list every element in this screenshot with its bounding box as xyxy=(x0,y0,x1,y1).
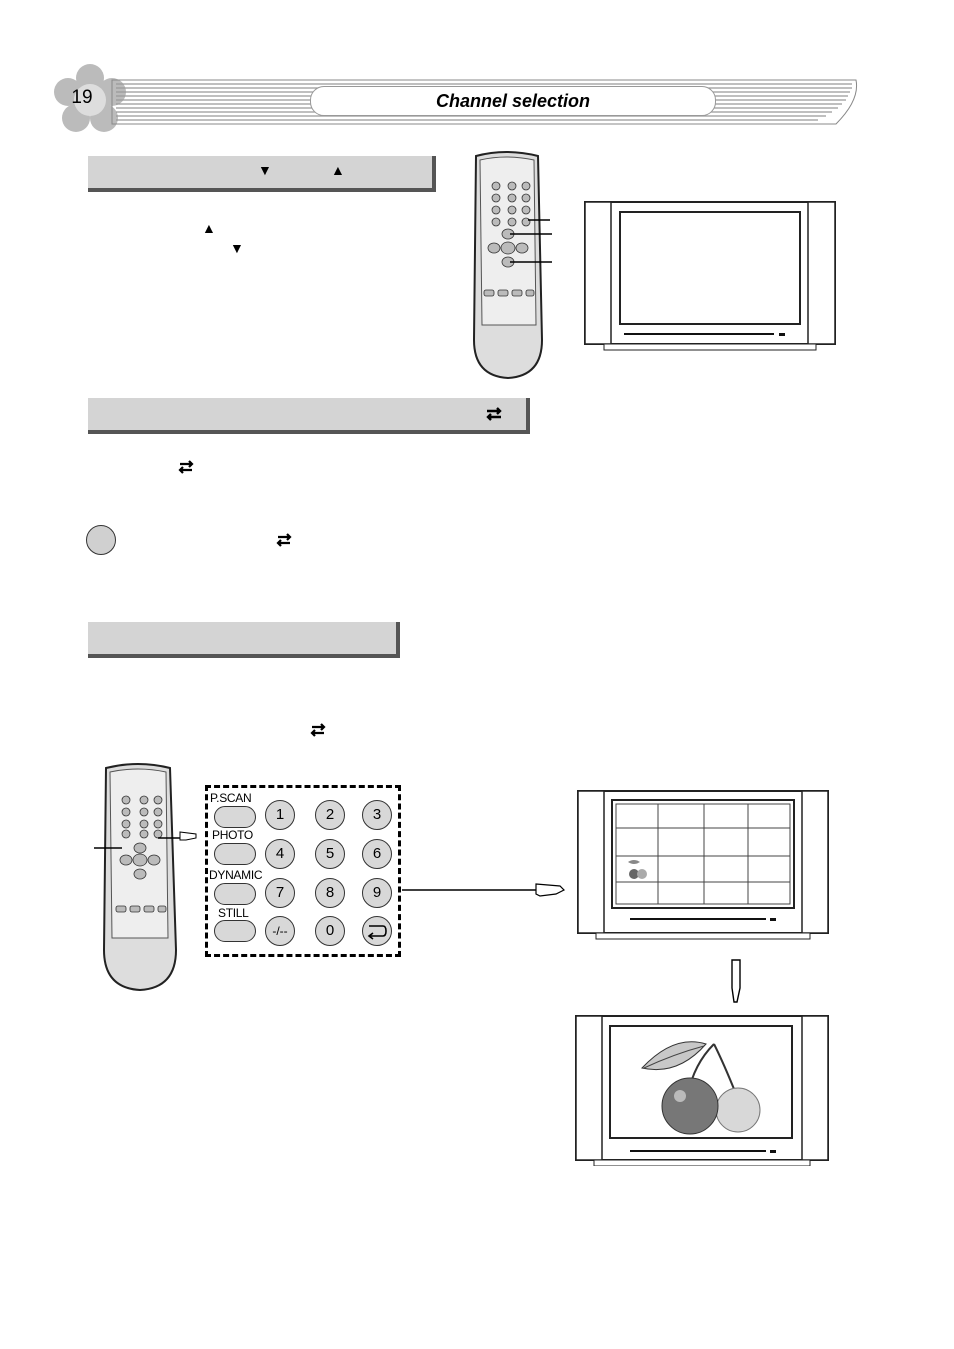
remote-control-illustration xyxy=(94,763,197,992)
swap-icon xyxy=(309,721,327,744)
key-2[interactable]: 2 xyxy=(315,800,345,830)
note-badge xyxy=(86,525,116,555)
return-icon xyxy=(365,925,389,945)
pscan-label: P.SCAN xyxy=(210,791,252,805)
up-arrow-icon: ▲ xyxy=(331,162,345,178)
up-arrow-icon: ▲ xyxy=(202,220,216,236)
key-8[interactable]: 8 xyxy=(315,878,345,908)
key-3[interactable]: 3 xyxy=(362,800,392,830)
dynamic-label: DYNAMIC xyxy=(209,868,263,882)
down-arrow-icon: ▼ xyxy=(230,240,244,256)
down-pointer-icon xyxy=(731,959,741,1003)
section-bar-direct xyxy=(88,622,400,658)
key-6[interactable]: 6 xyxy=(362,839,392,869)
photo-label: PHOTO xyxy=(212,828,253,842)
page-title: Channel selection xyxy=(310,86,716,116)
key-0[interactable]: 0 xyxy=(315,916,345,946)
tv-illustration-photo xyxy=(575,1015,829,1166)
pscan-button[interactable] xyxy=(214,806,256,828)
still-button[interactable] xyxy=(214,920,256,942)
section-bar-recall xyxy=(88,398,530,434)
page-number: 19 xyxy=(71,87,93,108)
down-arrow-icon: ▼ xyxy=(258,162,272,178)
swap-icon xyxy=(177,458,195,481)
return-button[interactable] xyxy=(362,916,392,946)
key-7[interactable]: 7 xyxy=(265,878,295,908)
still-label: STILL xyxy=(218,906,249,920)
cherry-thumbnail-icon xyxy=(628,860,647,879)
swap-icon xyxy=(275,531,293,554)
key-1[interactable]: 1 xyxy=(265,800,295,830)
key-9[interactable]: 9 xyxy=(362,878,392,908)
tv-illustration xyxy=(584,201,836,351)
cherry-photo-icon xyxy=(641,1041,761,1135)
key-digit-mode[interactable]: -/-- xyxy=(265,916,295,946)
swap-icon xyxy=(484,404,504,429)
tv-illustration-grid xyxy=(577,790,829,940)
remote-control-illustration xyxy=(472,151,552,380)
header-flower-icon xyxy=(54,64,126,132)
key-5[interactable]: 5 xyxy=(315,839,345,869)
pointer-arrow xyxy=(402,883,566,897)
section-bar-updown: ▼ ▲ xyxy=(88,156,436,192)
dynamic-button[interactable] xyxy=(214,883,256,905)
photo-button[interactable] xyxy=(214,843,256,865)
header-band xyxy=(54,64,858,132)
keypad-panel xyxy=(205,785,401,957)
key-4[interactable]: 4 xyxy=(265,839,295,869)
